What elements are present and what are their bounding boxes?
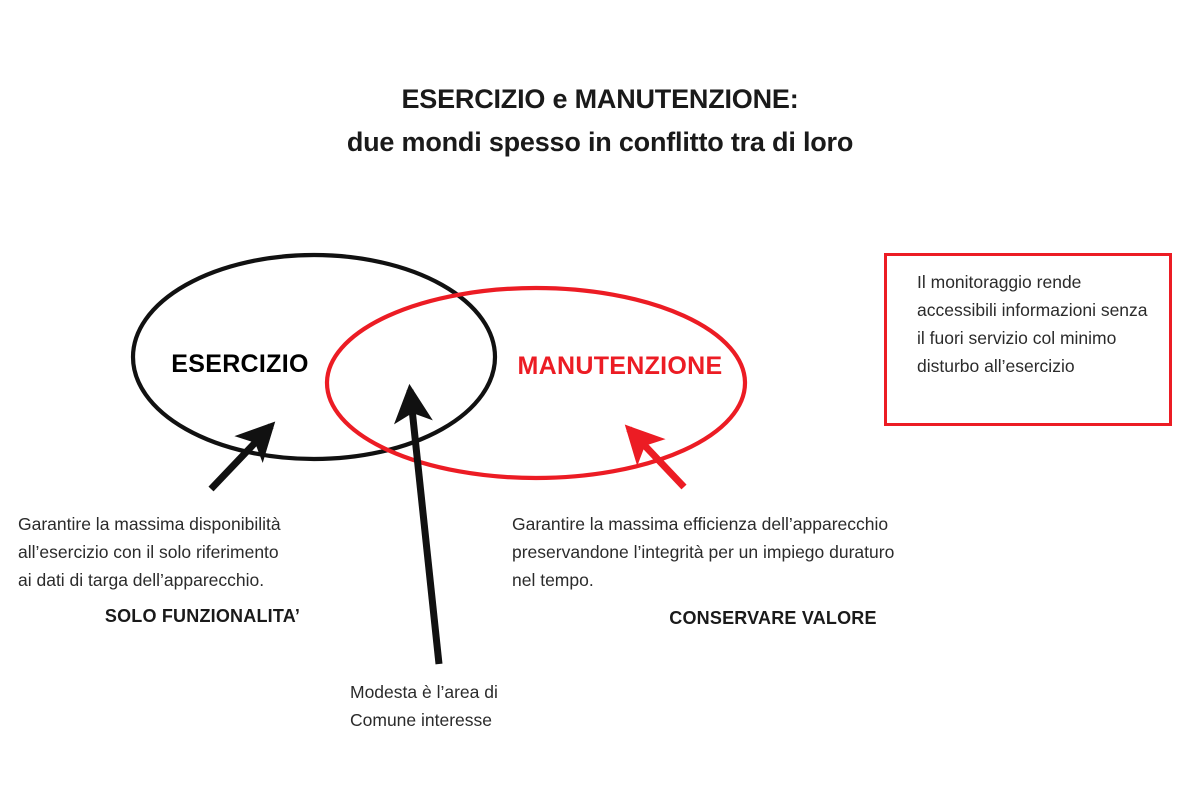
arrow-to-manutenzione-icon [624,424,687,490]
annotation-esercizio-emphasis: SOLO FUNZIONALITA’ [104,606,301,626]
monitoring-callout-box: Il monitoraggio rende accessibili inform… [884,253,1172,426]
annotation-esercizio-body: Garantire la massima disponibilità all’e… [18,514,281,590]
arrow-to-esercizio-icon [208,421,276,492]
page-title: ESERCIZIO e MANUTENZIONE: due mondi spes… [0,78,1200,164]
annotation-manutenzione-body: Garantire la massima efficienza dell’app… [512,514,895,590]
ellipse-manutenzione [324,285,748,481]
title-line-2: due mondi spesso in conflitto tra di lor… [346,127,854,157]
venn-label-manutenzione: MANUTENZIONE [517,352,723,380]
ellipse-esercizio [130,252,498,462]
venn-label-esercizio: ESERCIZIO [171,350,309,378]
arrow-to-intersection-icon [394,383,443,665]
title-line-1: ESERCIZIO e MANUTENZIONE: [401,84,799,114]
monitoring-callout-text: Il monitoraggio rende accessibili inform… [917,272,1148,376]
annotation-manutenzione-emphasis: CONSERVARE VALORE [669,608,877,628]
annotation-intersection-body: Modesta è l’area di Comune interesse [350,682,498,730]
